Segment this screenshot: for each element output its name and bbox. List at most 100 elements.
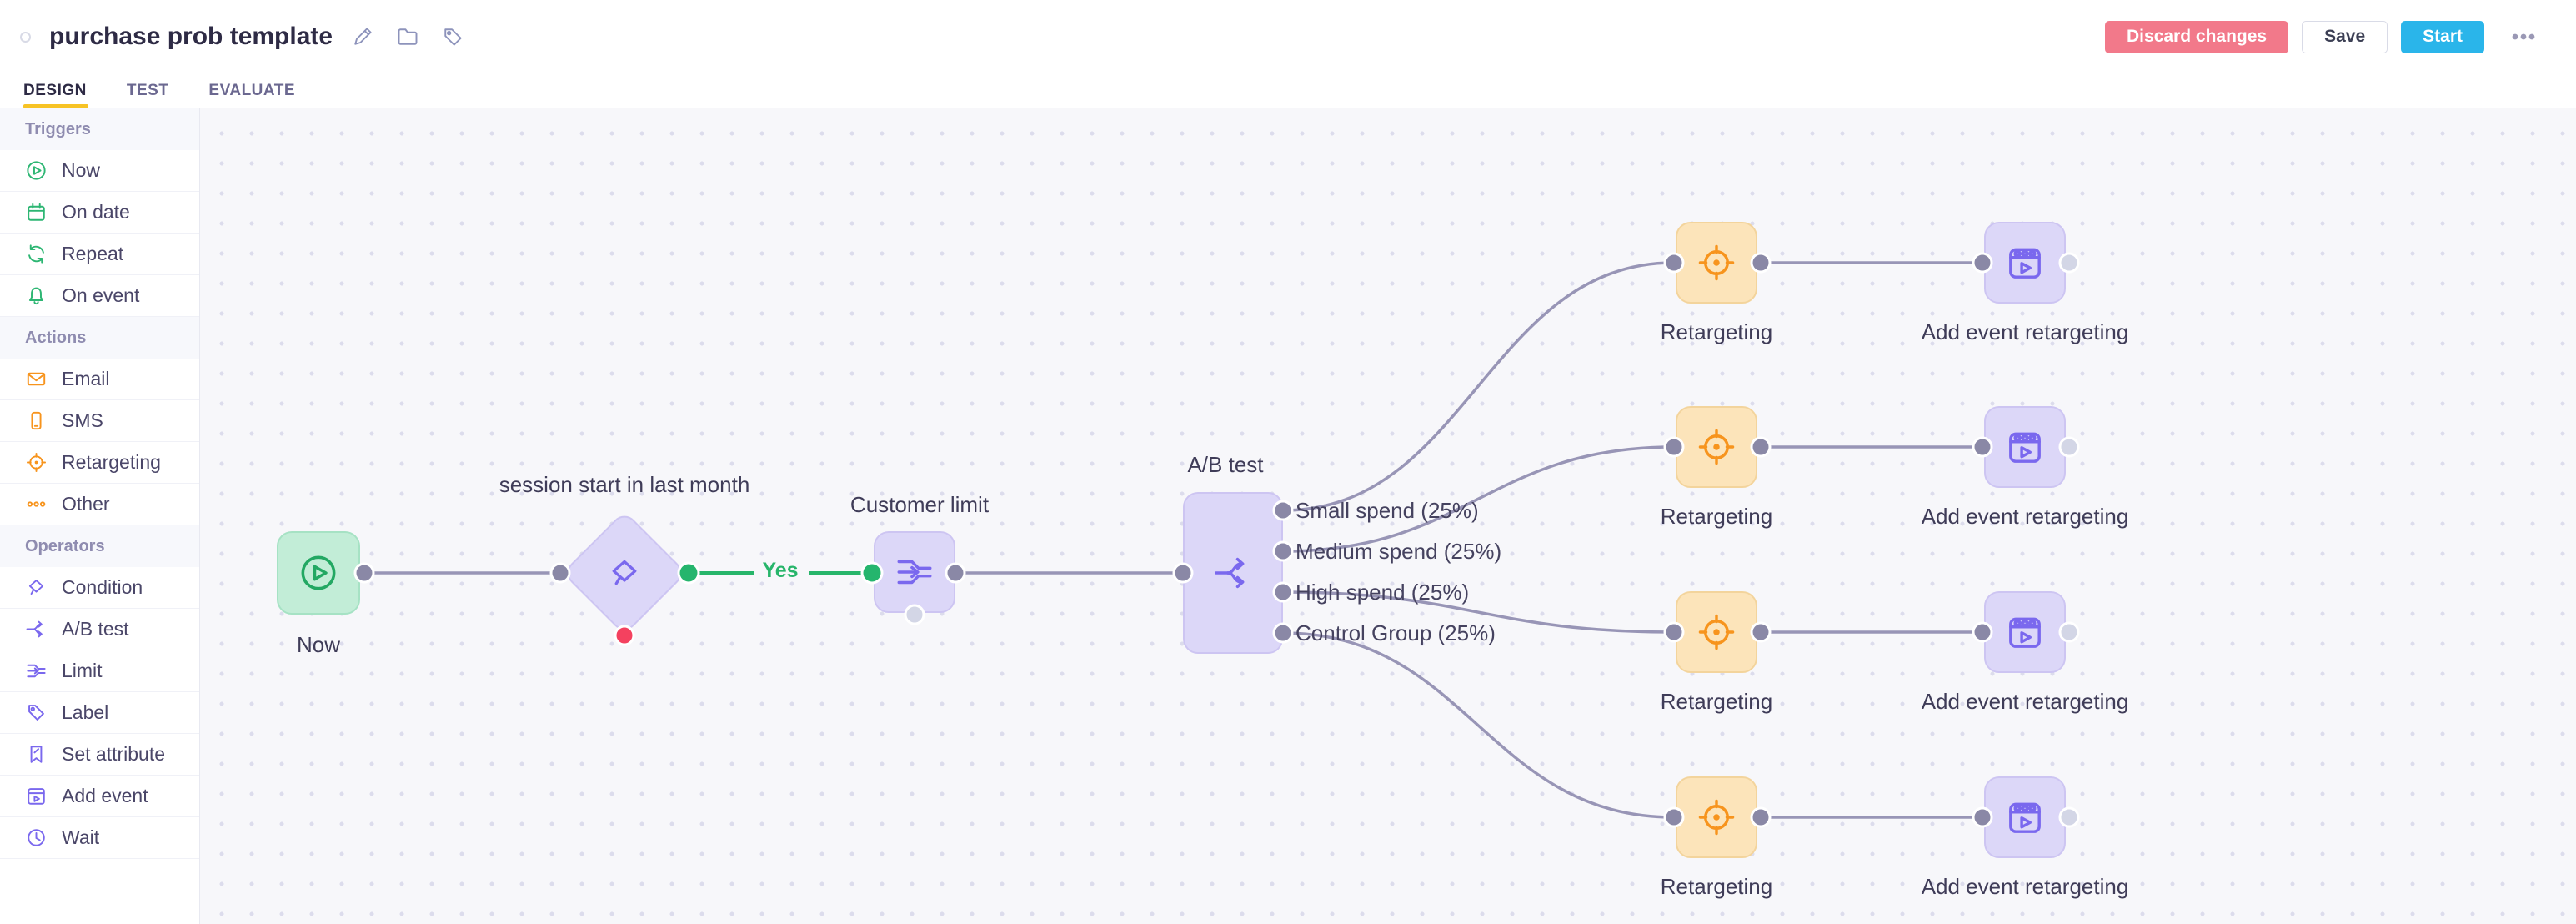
- repeat-icon: [28, 244, 44, 264]
- edge-layer: [353, 252, 2080, 828]
- tag-icon[interactable]: [441, 25, 464, 48]
- palette-item-label: Limit: [62, 660, 103, 681]
- port[interactable]: [353, 562, 375, 584]
- node-retargeting-3[interactable]: [1676, 591, 1757, 673]
- ab-port-label-control: Control Group (25%): [1296, 620, 1496, 645]
- palette-item-sms[interactable]: SMS: [0, 400, 199, 442]
- port[interactable]: [1750, 436, 1772, 458]
- palette-item-label: On event: [62, 284, 140, 306]
- port-yes[interactable]: [860, 561, 884, 585]
- node-retargeting-1[interactable]: [1676, 222, 1757, 304]
- palette-item-label-op[interactable]: Label: [0, 692, 199, 734]
- port-unconnected[interactable]: [2058, 436, 2080, 458]
- tab-bar: DESIGN TEST EVALUATE: [0, 73, 2576, 108]
- port-ab-high[interactable]: [1272, 581, 1294, 603]
- palette-item-label: Condition: [62, 576, 143, 598]
- palette-item-now[interactable]: Now: [0, 150, 199, 192]
- tab-design[interactable]: DESIGN: [23, 73, 88, 108]
- top-bar: purchase prob template Discard changes S…: [0, 0, 2576, 73]
- palette-item-label: SMS: [62, 409, 103, 431]
- ellipsis-icon: [27, 501, 46, 507]
- port-unconnected[interactable]: [2058, 621, 2080, 643]
- port-ab-control[interactable]: [1272, 622, 1294, 644]
- bookmark-icon: [30, 746, 43, 763]
- node-add-event-2[interactable]: [1984, 406, 2066, 488]
- palette-item-retargeting[interactable]: Retargeting: [0, 442, 199, 484]
- port[interactable]: [1750, 252, 1772, 274]
- flow-canvas[interactable]: Now session start in last month Yes Cust…: [200, 108, 2576, 924]
- port-ab-small[interactable]: [1272, 500, 1294, 521]
- target-icon: [1698, 614, 1735, 650]
- target-icon: [1698, 799, 1735, 836]
- palette-item-repeat[interactable]: Repeat: [0, 234, 199, 275]
- port[interactable]: [945, 562, 966, 584]
- port-unconnected[interactable]: [2058, 252, 2080, 274]
- node-retargeting-2[interactable]: [1676, 406, 1757, 488]
- node-retargeting-4[interactable]: [1676, 776, 1757, 858]
- port-unconnected[interactable]: [2058, 806, 2080, 828]
- node-label-retargeting: Retargeting: [1660, 504, 1773, 529]
- palette-item-set-attribute[interactable]: Set attribute: [0, 734, 199, 776]
- port[interactable]: [549, 562, 571, 584]
- play-circle-icon: [301, 555, 336, 590]
- edge: [1282, 631, 1675, 819]
- palette-item-email[interactable]: Email: [0, 359, 199, 400]
- target-icon: [1698, 429, 1735, 465]
- port[interactable]: [1972, 806, 1993, 828]
- port-unconnected[interactable]: [904, 604, 925, 625]
- node-condition[interactable]: [562, 510, 687, 635]
- folder-icon[interactable]: [396, 25, 419, 48]
- palette-item-limit[interactable]: Limit: [0, 650, 199, 692]
- port-ab-medium[interactable]: [1272, 540, 1294, 562]
- start-button[interactable]: Start: [2401, 20, 2484, 53]
- play-circle-icon: [27, 161, 46, 180]
- port[interactable]: [1172, 562, 1194, 584]
- node-add-event-4[interactable]: [1984, 776, 2066, 858]
- port[interactable]: [1750, 621, 1772, 643]
- envelope-icon: [27, 372, 46, 386]
- node-now[interactable]: [277, 531, 360, 615]
- palette-item-on-date[interactable]: On date: [0, 192, 199, 234]
- more-options-icon[interactable]: [2509, 23, 2538, 51]
- edit-title-icon[interactable]: [351, 25, 374, 48]
- clock-icon: [28, 829, 45, 846]
- palette-section-actions: Actions: [0, 317, 199, 359]
- palette-item-other[interactable]: Other: [0, 484, 199, 525]
- palette-item-label: A/B test: [62, 618, 129, 640]
- condition-icon: [28, 580, 44, 595]
- palette-item-wait[interactable]: Wait: [0, 817, 199, 859]
- port[interactable]: [1663, 621, 1685, 643]
- video-event-icon: [2009, 802, 2041, 833]
- node-ab-test[interactable]: [1183, 492, 1283, 654]
- port[interactable]: [1663, 436, 1685, 458]
- save-button[interactable]: Save: [2302, 20, 2388, 53]
- palette-item-label: Add event: [62, 785, 148, 806]
- edge: [1282, 261, 1675, 512]
- port[interactable]: [1972, 621, 1993, 643]
- node-add-event-1[interactable]: [1984, 222, 2066, 304]
- palette-item-ab-test[interactable]: A/B test: [0, 609, 199, 650]
- palette-item-add-event[interactable]: Add event: [0, 776, 199, 817]
- ab-port-label-medium: Medium spend (25%): [1296, 539, 1502, 564]
- palette-item-label: Now: [62, 159, 101, 181]
- tab-test[interactable]: TEST: [126, 81, 169, 99]
- node-label-add-event: Add event retargeting: [1921, 874, 2129, 899]
- node-label-now: Now: [296, 632, 340, 657]
- port[interactable]: [1750, 806, 1772, 828]
- port[interactable]: [1972, 252, 1993, 274]
- discard-changes-button[interactable]: Discard changes: [2105, 20, 2289, 53]
- tab-evaluate[interactable]: EVALUATE: [208, 81, 295, 99]
- port[interactable]: [1972, 436, 1993, 458]
- palette-item-condition[interactable]: Condition: [0, 567, 199, 609]
- port[interactable]: [1663, 252, 1685, 274]
- port[interactable]: [1663, 806, 1685, 828]
- page-title: purchase prob template: [49, 23, 333, 50]
- port-yes[interactable]: [677, 561, 700, 585]
- edge: [1282, 590, 1675, 634]
- palette-item-on-event[interactable]: On event: [0, 275, 199, 317]
- node-label-retargeting: Retargeting: [1660, 319, 1773, 344]
- node-label-retargeting: Retargeting: [1660, 689, 1773, 714]
- edge: [1282, 445, 1675, 553]
- palette-item-label: Repeat: [62, 243, 124, 264]
- port-no[interactable]: [614, 625, 635, 646]
